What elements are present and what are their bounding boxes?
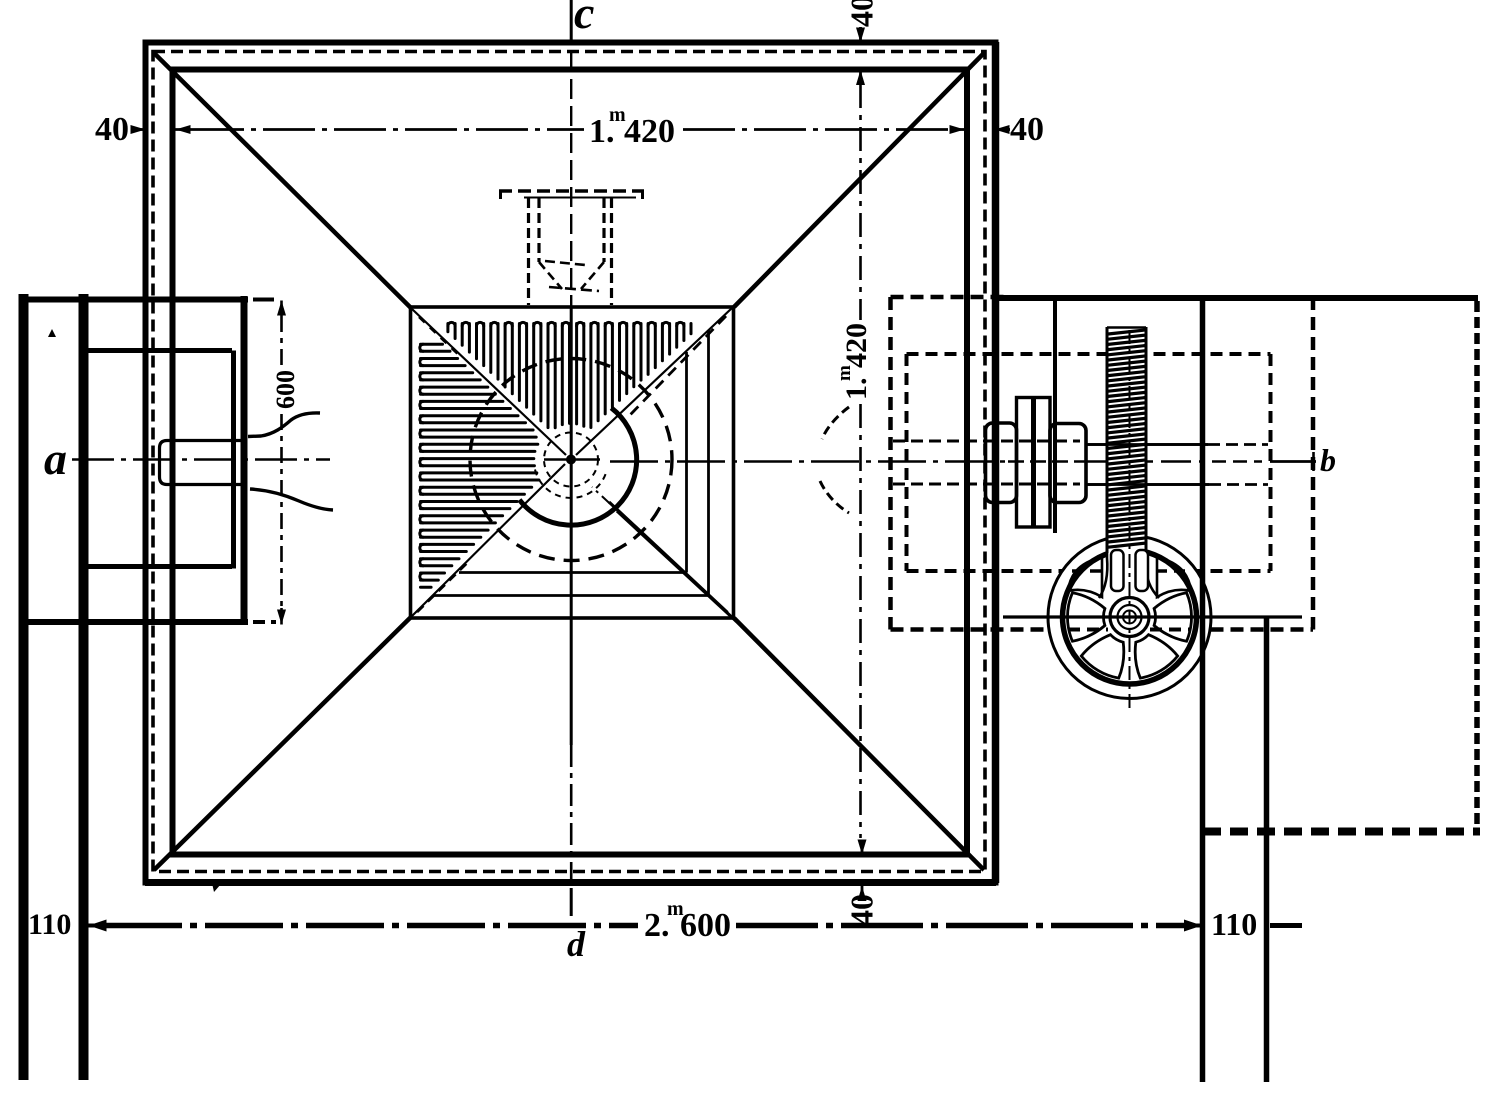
svg-text:420: 420	[624, 113, 675, 150]
svg-text:420: 420	[840, 323, 873, 368]
svg-text:110: 110	[28, 908, 71, 941]
svg-text:40: 40	[1010, 111, 1044, 148]
svg-text:d: d	[567, 924, 586, 964]
svg-text:c: c	[574, 0, 594, 38]
svg-text:40: 40	[844, 894, 880, 926]
svg-text:a: a	[44, 433, 67, 484]
svg-text:1.: 1.	[840, 378, 873, 401]
svg-text:600: 600	[680, 907, 731, 944]
svg-text:b: b	[1320, 442, 1336, 478]
svg-text:40: 40	[844, 0, 880, 27]
svg-text:m: m	[609, 104, 626, 126]
svg-text:600: 600	[271, 370, 300, 409]
svg-text:1.: 1.	[589, 113, 615, 150]
svg-text:40: 40	[95, 111, 129, 148]
svg-text:m: m	[834, 365, 855, 381]
svg-text:2.: 2.	[644, 907, 670, 944]
svg-text:110: 110	[1211, 906, 1257, 942]
svg-text:m: m	[667, 898, 684, 920]
